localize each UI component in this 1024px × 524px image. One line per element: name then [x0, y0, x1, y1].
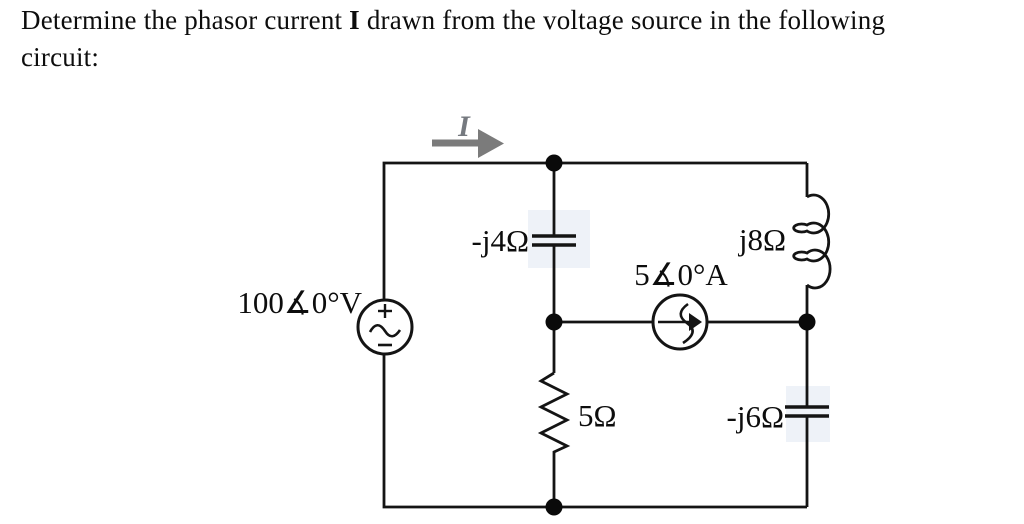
inductor-j8-label: j8Ω [738, 222, 786, 257]
voltage-source-label: 100∡0°V [237, 285, 362, 320]
current-source-label: 5∡0°A [634, 257, 728, 292]
node-dot [798, 313, 816, 331]
problem-text-part2: drawn from the voltage source in the fol… [359, 5, 886, 35]
ac-current-source [651, 293, 709, 351]
problem-text-line2: circuit: [21, 42, 100, 72]
node-dot [545, 313, 563, 331]
current-source-sine-icon [679, 302, 694, 345]
problem-text-part1: Determine the phasor current [21, 5, 350, 35]
node-dot [545, 154, 563, 172]
node-dot [545, 498, 563, 516]
current-arrow-label: I [457, 110, 471, 143]
problem-text-bold-I: I [349, 5, 360, 35]
problem-statement: Determine the phasor current I drawn fro… [21, 2, 1011, 76]
sine-wave-icon [368, 323, 402, 338]
outer-loop-wire [382, 161, 807, 509]
current-direction-arrow: I [432, 110, 504, 158]
inductor-coil-icon [792, 193, 832, 290]
arrow-head [478, 129, 504, 158]
ac-voltage-source [356, 298, 414, 356]
scan-highlight [528, 210, 590, 268]
resistor-zigzag-icon [537, 371, 571, 507]
resistor-label: 5Ω [578, 398, 617, 433]
capacitor-j6-label: -j6Ω [727, 399, 784, 434]
voltage-source-circle [356, 298, 414, 356]
capacitor-j4-label: -j4Ω [472, 223, 529, 258]
